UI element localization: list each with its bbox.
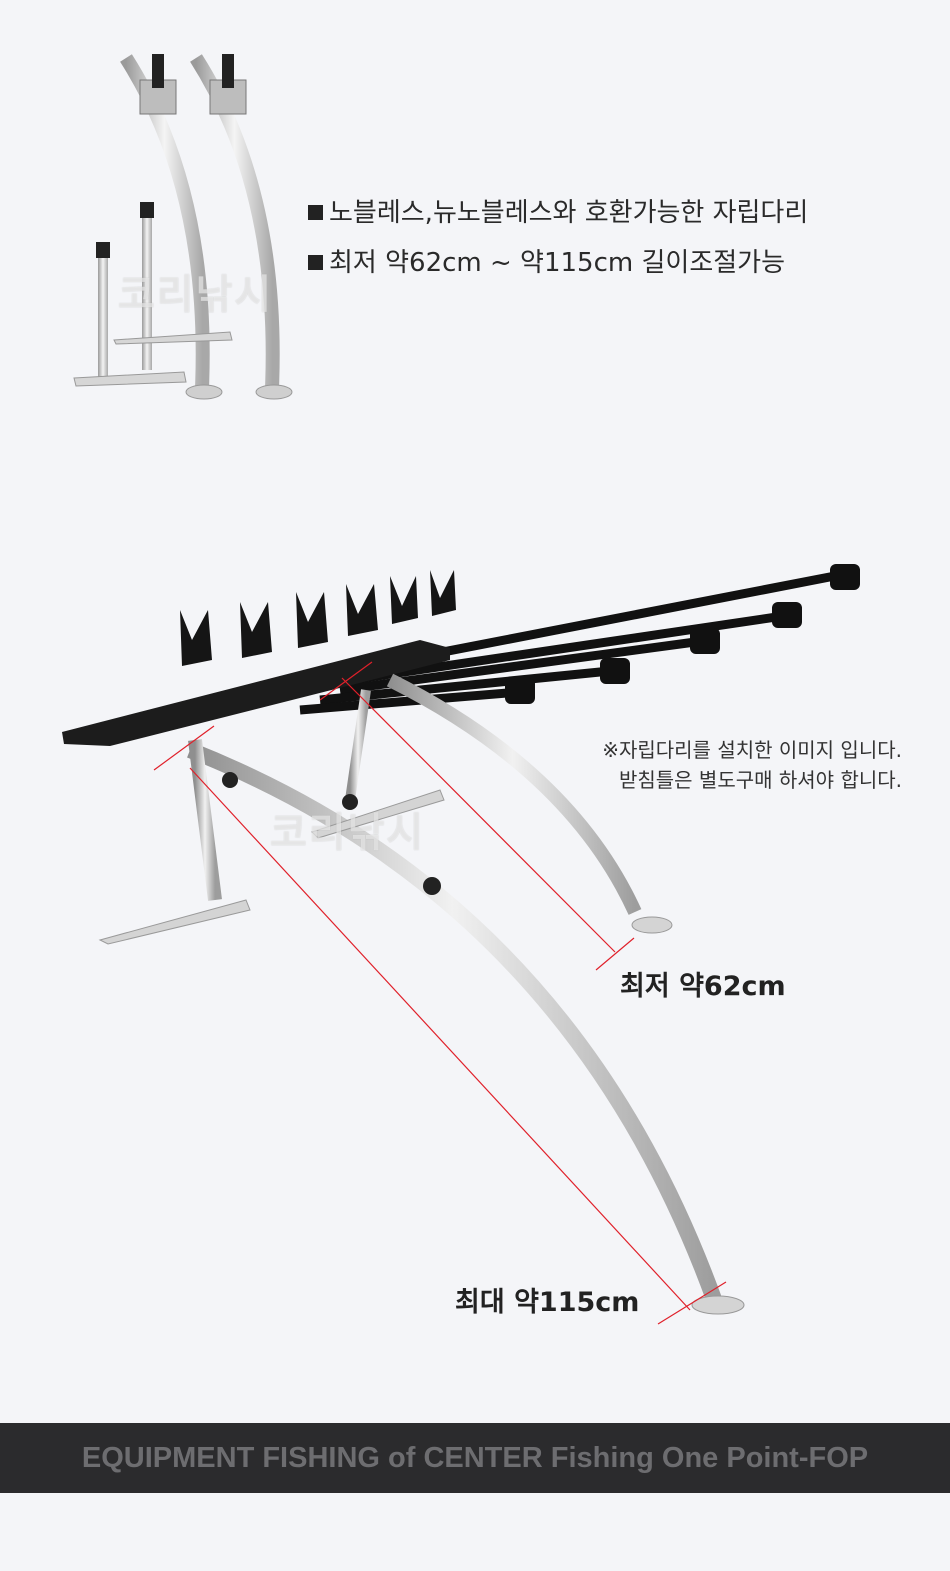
straight-leg-2 <box>98 250 108 380</box>
label-min-length: 최저 약62cm <box>620 971 786 1002</box>
rod-rest-1 <box>180 610 212 666</box>
knob-2 <box>222 54 234 88</box>
base-plate-front <box>98 899 251 945</box>
rod-2 <box>349 610 791 685</box>
foot-2 <box>255 384 293 400</box>
rod-tip-4 <box>600 658 630 684</box>
foot-1 <box>185 384 223 400</box>
rod-rest-5 <box>390 576 418 624</box>
knob-main-1 <box>423 877 441 895</box>
holder-frame <box>62 640 450 746</box>
base-plate-2 <box>73 371 187 387</box>
footer-bar <box>0 1423 950 1493</box>
feature-compat-text: 노블레스,뉴노블레스와 호환가능한 자립다리 <box>329 198 809 228</box>
foot-short <box>631 916 673 934</box>
measure-tick-top-2 <box>319 661 373 701</box>
square-bullet-icon <box>308 205 323 220</box>
rod-rests <box>180 570 456 666</box>
measure-tick-min <box>595 937 635 971</box>
straight-leg-front <box>188 739 222 901</box>
rod-rest-2 <box>240 602 272 658</box>
note-line-1: ※자립다리를 설치한 이미지 입니다. <box>602 738 902 762</box>
rod-tip-1 <box>830 564 860 590</box>
note-line-2: 받침틀은 별도구매 하셔야 합니다. <box>618 768 902 792</box>
rod-tip-2 <box>772 602 802 628</box>
knob-4 <box>96 242 110 258</box>
rod-rest-4 <box>346 584 378 636</box>
base-plate-1 <box>113 331 233 345</box>
feature-length: 최저 약62cm ~ 약115cm 길이조절가능 <box>308 242 785 279</box>
rod-rest-6 <box>430 570 456 616</box>
measure-line-max <box>189 767 691 1311</box>
knob-3 <box>140 202 154 218</box>
straight-leg-back <box>345 689 371 801</box>
rod-tip-5 <box>505 678 535 704</box>
knob-main-3 <box>342 794 358 810</box>
rod-5 <box>299 687 521 715</box>
feature-compat: 노블레스,뉴노블레스와 호환가능한 자립다리 <box>308 192 808 229</box>
straight-leg-1 <box>142 210 152 370</box>
curved-leg-long <box>187 742 723 1305</box>
watermark-top: 코리낚시 <box>118 272 274 318</box>
knob-1 <box>152 54 164 88</box>
base-plate-back <box>311 789 445 839</box>
watermark-main: 코리낚시 <box>270 810 426 856</box>
measure-tick-top <box>153 725 215 771</box>
rods <box>299 564 860 715</box>
knob-main-2 <box>222 772 238 788</box>
curved-leg-short <box>386 673 642 915</box>
measure-line-min <box>341 677 616 953</box>
product-legs-image <box>73 54 293 400</box>
measure-tick-max <box>657 1281 727 1325</box>
foot-long <box>691 1295 745 1315</box>
rod-rest-3 <box>296 592 328 648</box>
label-max-length: 최대 약115cm <box>455 1287 640 1318</box>
rod-tip-3 <box>690 628 720 654</box>
footer-text: EQUIPMENT FISHING of CENTER Fishing One … <box>81 1442 869 1474</box>
square-bullet-icon <box>308 255 323 270</box>
installed-stand-image <box>62 564 860 1325</box>
feature-length-text: 최저 약62cm ~ 약115cm 길이조절가능 <box>329 248 785 278</box>
